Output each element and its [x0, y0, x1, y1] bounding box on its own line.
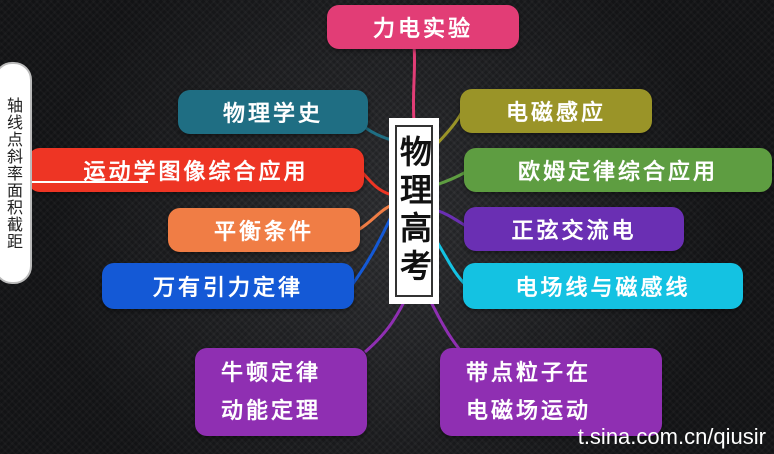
node-label: 平衡条件 [213, 219, 314, 245]
node-label: 物理学史 [222, 101, 323, 127]
center-title-box: 物理高考 [389, 118, 439, 304]
center-title: 物理高考 [395, 125, 433, 297]
node-label: 万有引力定律 [152, 275, 303, 301]
node-label: 运动学图像综合应用 [83, 159, 309, 185]
node-electromagnetic-induction: 电磁感应 [460, 89, 652, 133]
node-newton-energy: 牛顿定律 动能定理 [195, 348, 367, 436]
node-label-line1: 牛顿定律 [221, 360, 322, 386]
node-label: 欧姆定律综合应用 [517, 159, 718, 185]
connector-newton [364, 299, 407, 354]
connector-ac [435, 208, 467, 228]
node-label-line1: 带点粒子在 [466, 360, 592, 386]
node-physics-history: 物理学史 [178, 90, 368, 134]
node-sinusoidal-ac: 正弦交流电 [464, 207, 684, 251]
node-label: 正弦交流电 [511, 218, 637, 244]
connector-kinematics [358, 168, 393, 197]
node-ohms-law: 欧姆定律综合应用 [464, 148, 772, 192]
connector-gravitation [350, 214, 394, 286]
node-label-line2: 动能定理 [221, 398, 322, 424]
connector-ohm [435, 170, 467, 187]
node-label-line2: 电磁场运动 [466, 398, 592, 424]
node-equilibrium: 平衡条件 [168, 208, 360, 252]
watermark: t.sina.com.cn/qiusir [577, 424, 766, 449]
kinematics-underline [32, 181, 148, 183]
connector-top [411, 45, 417, 123]
node-label: 电磁感应 [505, 100, 606, 126]
node-label: 电场线与磁感线 [515, 275, 691, 301]
connector-particle [428, 299, 462, 351]
side-vertical-label: 轴线点斜率面积截距 [0, 62, 32, 284]
connector-induction [434, 111, 464, 147]
connector-fieldlines [434, 239, 468, 287]
node-gravitation: 万有引力定律 [102, 263, 354, 309]
node-electric-experiments: 力电实验 [327, 5, 519, 49]
node-charged-particle: 带点粒子在 电磁场运动 [440, 348, 662, 436]
node-label: 力电实验 [372, 16, 473, 42]
node-kinematics-graphs: 运动学图像综合应用 [28, 148, 364, 192]
node-field-lines: 电场线与磁感线 [463, 263, 743, 309]
